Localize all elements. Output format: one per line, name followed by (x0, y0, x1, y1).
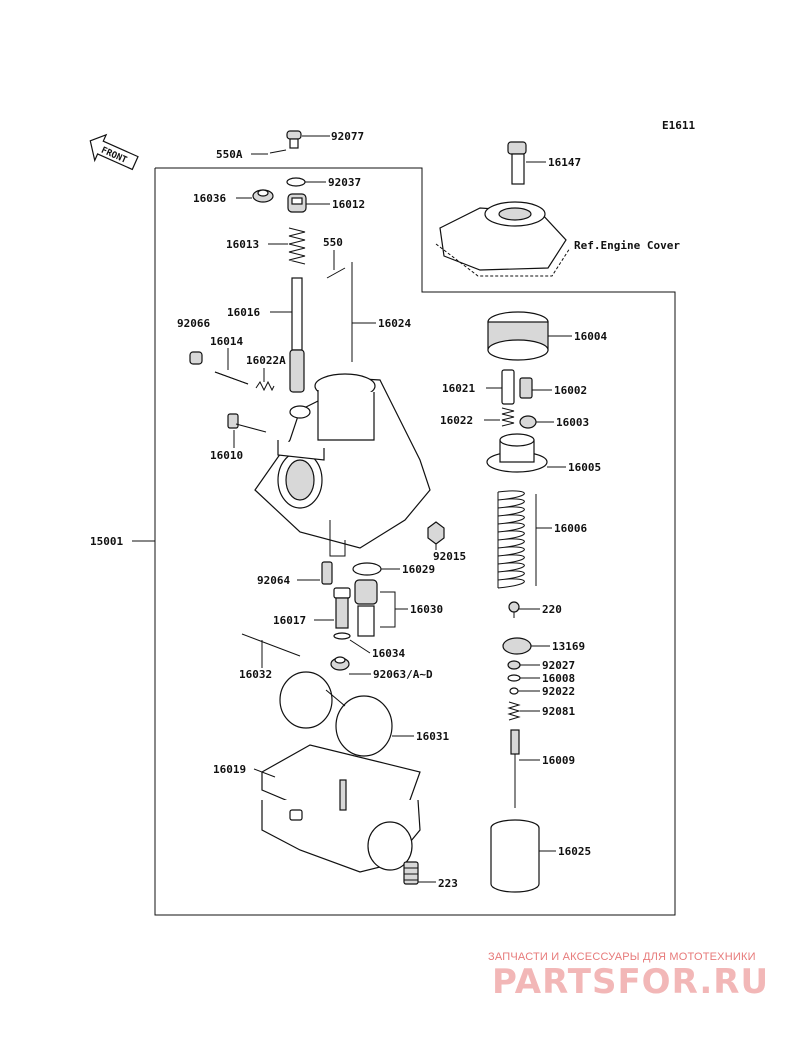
part-92077-bolt[interactable] (286, 130, 302, 149)
part-16022A-spring[interactable] (255, 380, 275, 392)
label-16008[interactable]: 16008 (542, 672, 575, 685)
part-550-pin[interactable] (326, 267, 346, 279)
part-16002[interactable] (519, 377, 533, 399)
part-16021[interactable] (501, 369, 515, 405)
assembly-boundary (154, 167, 676, 916)
part-16014-screw[interactable] (214, 371, 249, 385)
part-16008[interactable] (507, 674, 521, 682)
part-16013-spring[interactable] (288, 227, 306, 265)
label-220[interactable]: 220 (542, 603, 562, 616)
ref-note: Ref.Engine Cover (574, 239, 680, 252)
label-16032[interactable]: 16032 (239, 668, 272, 681)
part-220-screw[interactable] (508, 601, 520, 618)
part-223-screw[interactable] (403, 861, 419, 885)
label-92037[interactable]: 92037 (328, 176, 361, 189)
label-15001[interactable]: 15001 (90, 535, 123, 548)
part-92015-nut[interactable] (427, 521, 445, 545)
label-16147[interactable]: 16147 (548, 156, 581, 169)
label-92077[interactable]: 92077 (331, 130, 364, 143)
engine-cover-ref (435, 201, 571, 277)
part-550A-pin[interactable] (269, 149, 287, 154)
part-92027[interactable] (507, 660, 521, 670)
label-16036[interactable]: 16036 (193, 192, 226, 205)
part-16019-bowl[interactable] (261, 744, 421, 873)
part-16012-cap[interactable] (287, 193, 307, 213)
part-16025-sleeve[interactable] (490, 819, 540, 893)
part-16032-pin[interactable] (241, 633, 301, 657)
label-92022[interactable]: 92022 (542, 685, 575, 698)
label-13169[interactable]: 13169 (552, 640, 585, 653)
label-223[interactable]: 223 (438, 877, 458, 890)
part-16031-float[interactable] (279, 671, 393, 757)
label-16022[interactable]: 16022 (440, 414, 473, 427)
label-16030[interactable]: 16030 (410, 603, 443, 616)
part-16006-spring[interactable] (497, 490, 537, 589)
label-16017[interactable]: 16017 (273, 614, 306, 627)
part-92066-cap[interactable] (189, 351, 203, 365)
part-16034-washer[interactable] (333, 632, 351, 640)
label-16013[interactable]: 16013 (226, 238, 259, 251)
label-550[interactable]: 550 (323, 236, 343, 249)
part-16005-cap[interactable] (486, 433, 548, 473)
label-16029[interactable]: 16029 (402, 563, 435, 576)
label-92027[interactable]: 92027 (542, 659, 575, 672)
part-16010-screw[interactable] (227, 413, 267, 433)
label-16016[interactable]: 16016 (227, 306, 260, 319)
label-16012[interactable]: 16012 (332, 198, 365, 211)
label-92015[interactable]: 92015 (433, 550, 466, 563)
part-16017-holder[interactable] (333, 587, 351, 629)
part-13169-plate[interactable] (502, 637, 532, 655)
part-16036-nut[interactable] (252, 189, 274, 203)
label-92066[interactable]: 92066 (177, 317, 210, 330)
label-16025[interactable]: 16025 (558, 845, 591, 858)
part-16003-nut[interactable] (519, 415, 537, 429)
label-16022A[interactable]: 16022A (246, 354, 286, 367)
part-92064-jet[interactable] (321, 561, 333, 585)
label-16004[interactable]: 16004 (574, 330, 607, 343)
label-92063[interactable]: 92063/A~D (373, 668, 433, 681)
part-16004-ring[interactable] (487, 311, 549, 361)
label-16021[interactable]: 16021 (442, 382, 475, 395)
label-550A[interactable]: 550A (216, 148, 243, 161)
front-arrow-icon: FRONT (84, 133, 140, 183)
label-16014[interactable]: 16014 (210, 335, 243, 348)
part-16030-assy[interactable] (354, 579, 396, 637)
part-92081-spring[interactable] (507, 701, 521, 721)
watermark-tagline: ЗАПЧАСТИ И АКСЕССУАРЫ ДЛЯ МОТОТЕХНИКИ (488, 951, 756, 963)
watermark-brand[interactable]: PARTSFOR.RU (492, 962, 770, 1002)
label-16005[interactable]: 16005 (568, 461, 601, 474)
label-16024[interactable]: 16024 (378, 317, 411, 330)
label-16003[interactable]: 16003 (556, 416, 589, 429)
label-16009[interactable]: 16009 (542, 754, 575, 767)
part-92063-jet[interactable] (330, 656, 350, 671)
part-92022[interactable] (509, 687, 519, 695)
label-16031[interactable]: 16031 (416, 730, 449, 743)
part-16009-needle[interactable] (510, 729, 520, 808)
label-92064[interactable]: 92064 (257, 574, 290, 587)
label-16019[interactable]: 16019 (213, 763, 246, 776)
label-16002[interactable]: 16002 (554, 384, 587, 397)
part-16022-spring[interactable] (501, 407, 515, 427)
label-92081[interactable]: 92081 (542, 705, 575, 718)
label-16010[interactable]: 16010 (210, 449, 243, 462)
label-16034[interactable]: 16034 (372, 647, 405, 660)
part-16016-valve[interactable] (289, 277, 305, 393)
part-carburetor-body (254, 373, 431, 557)
part-92037-oring[interactable] (286, 177, 306, 187)
part-16147-bolt[interactable] (507, 141, 527, 185)
diagram-code: E1611 (662, 119, 695, 132)
part-16029-ring[interactable] (352, 562, 382, 576)
label-16006[interactable]: 16006 (554, 522, 587, 535)
